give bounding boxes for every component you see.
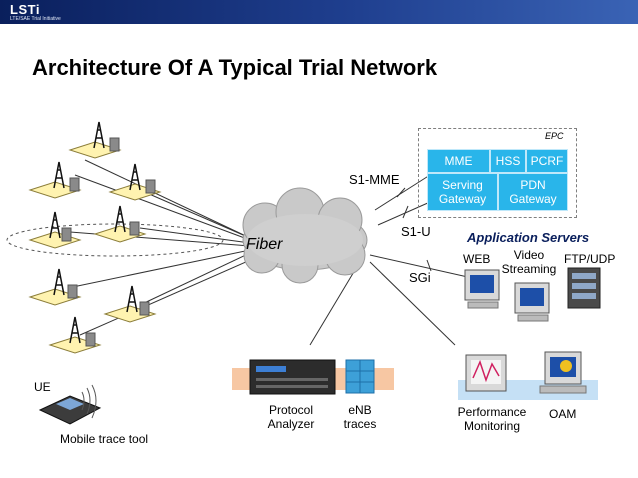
lsti-logo: LSTi xyxy=(10,2,40,17)
sgi-label: SGi xyxy=(409,270,431,285)
header-bar: LSTi LTE/SAE Trial Initiative xyxy=(0,0,638,24)
performance-monitoring-label: Performance Monitoring xyxy=(457,405,527,433)
slide-title: Architecture Of A Typical Trial Network xyxy=(32,55,438,80)
web-server-label: WEB xyxy=(463,252,491,266)
protocol-analyzer-label: Protocol Analyzer xyxy=(267,403,315,431)
s1-mme-label: S1-MME xyxy=(349,172,400,187)
logo-subtitle: LTE/SAE Trial Initiative xyxy=(10,16,61,22)
application-servers-title: Application Servers xyxy=(467,230,590,245)
mobile-trace-tool-label: Mobile trace tool xyxy=(60,432,149,446)
fiber-cloud-label: Fiber xyxy=(246,236,283,253)
ue-label: UE xyxy=(34,380,51,394)
s1-u-label: S1-U xyxy=(401,224,431,239)
ftp-udp-label: FTP/UDP xyxy=(564,252,616,266)
enb-traces-label: eNB traces xyxy=(343,403,377,431)
epc-label: EPC xyxy=(545,131,564,141)
hss-cell: HSS xyxy=(490,149,526,173)
video-streaming-label: Video Streaming xyxy=(501,248,557,276)
serving-gateway-cell: Serving Gateway xyxy=(427,173,498,211)
pdn-gateway-cell: PDN Gateway xyxy=(498,173,568,211)
oam-label: OAM xyxy=(549,407,577,421)
mme-cell: MME xyxy=(427,149,490,173)
epc-container xyxy=(418,128,577,218)
pcrf-cell: PCRF xyxy=(526,149,568,173)
